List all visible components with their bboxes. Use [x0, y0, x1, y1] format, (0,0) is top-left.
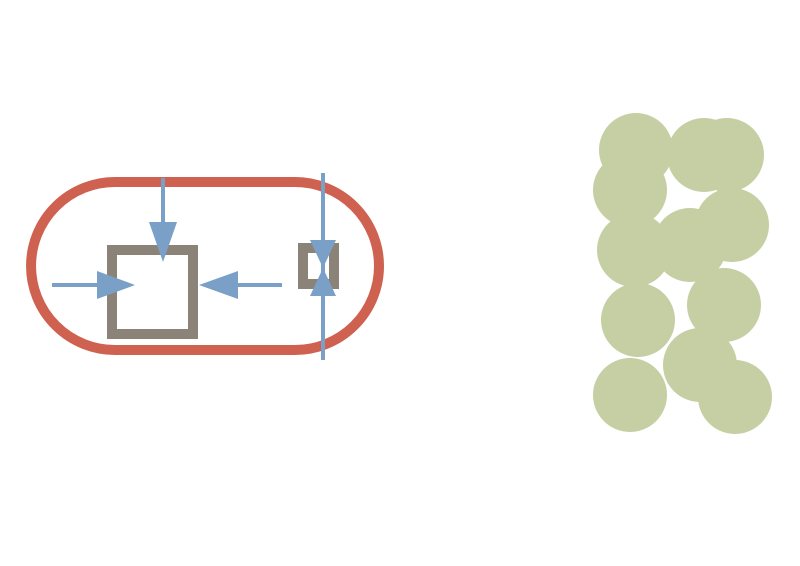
arrow-left-head — [199, 271, 238, 299]
cluster-circle — [687, 268, 761, 342]
arrow-up-head-small — [310, 268, 336, 296]
cluster-circle — [593, 358, 667, 432]
capsule-outline — [26, 177, 384, 355]
cluster-circle — [597, 213, 671, 287]
cluster-circle — [690, 118, 764, 192]
cluster-circle — [593, 153, 667, 227]
right-circle-cluster — [593, 113, 772, 434]
arrow-down-head-small — [310, 240, 336, 268]
left-diagram-group — [26, 173, 384, 360]
large-square — [107, 245, 198, 339]
arrow-right-head — [97, 271, 135, 299]
cluster-circle — [698, 360, 772, 434]
arrow-down-head — [149, 222, 177, 262]
cluster-circle — [601, 283, 675, 357]
cluster-circle — [653, 208, 727, 282]
